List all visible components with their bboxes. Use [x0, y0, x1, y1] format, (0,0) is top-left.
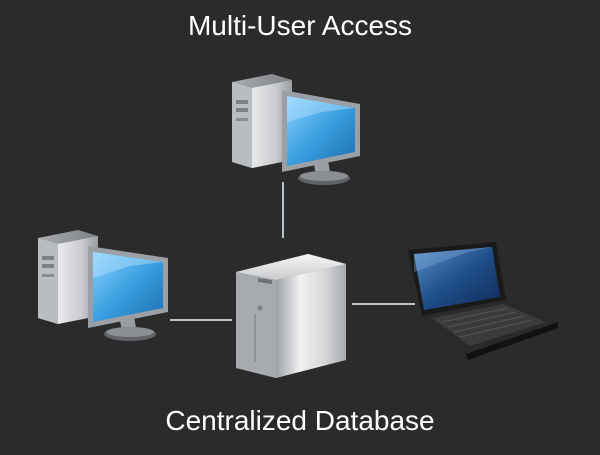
desktop-computer-icon — [232, 74, 360, 185]
diagram-title: Multi-User Access — [187, 10, 413, 41]
laptop-icon — [408, 242, 558, 360]
database-server-icon — [236, 254, 346, 378]
connector-lines — [170, 182, 415, 321]
diagram-caption: Centralized Database — [165, 405, 435, 436]
desktop-computer-icon — [38, 230, 168, 341]
